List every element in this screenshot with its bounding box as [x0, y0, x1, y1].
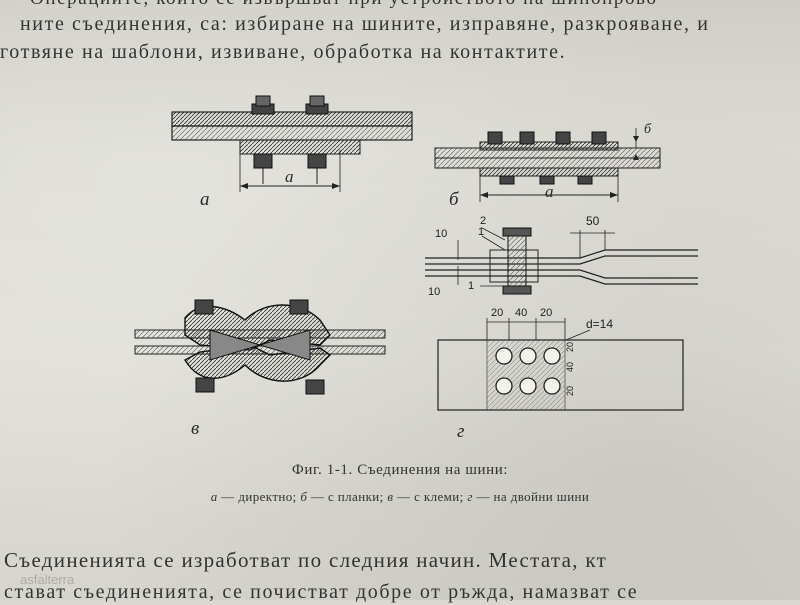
drawing-a-direct-joint — [171, 95, 413, 192]
body-text-line-4: Съединенията се изработват по следния на… — [4, 548, 608, 572]
body-text-line-1: Операциите, които се извършват при устро… — [30, 0, 658, 10]
legend-text-a: — директно; — [221, 489, 297, 504]
dim-g-diameter: d=14 — [586, 317, 614, 331]
panel-label-b: б — [449, 189, 459, 210]
dim-g-20-right: 20 — [540, 307, 553, 319]
legend-key-a: а — [210, 489, 218, 504]
dim-g-1-bottom: 1 — [468, 280, 475, 292]
dim-a-label: а — [285, 167, 294, 186]
dim-b-delta: б — [644, 122, 652, 137]
legend-key-g: г — [467, 489, 473, 504]
figure-caption-legend: а — директно; б — с планки; в — с клеми;… — [0, 489, 800, 505]
legend-text-g: — на двойни шини — [476, 489, 590, 504]
drawing-g-double-bar-side — [425, 227, 698, 295]
watermark: asfalterra — [20, 572, 75, 587]
body-text-line-3: готвяне на шаблони, извиване, обработка … — [0, 41, 567, 63]
legend-key-v: в — [387, 489, 394, 504]
drawing-b-plate-joint — [434, 128, 661, 202]
panel-label-a: а — [200, 189, 210, 210]
panel-label-v: в — [191, 418, 200, 439]
drawing-v-clamp-joint — [134, 299, 386, 395]
drawing-g-plan-view — [437, 318, 684, 411]
legend-text-b: — с планки; — [310, 489, 384, 504]
dim-g-40: 40 — [515, 307, 528, 319]
dim-g-10-bottom: 10 — [428, 286, 441, 298]
body-text-line-5: стават съединенията, се почистват добре … — [4, 581, 639, 603]
legend-text-v: — с клеми; — [397, 489, 464, 504]
body-text-line-2: ните съединения, са: избиране на шините,… — [20, 13, 710, 35]
dim-g-1-top: 1 — [478, 226, 485, 238]
legend-key-b: б — [300, 489, 308, 504]
dim-g-v20: 20 — [565, 342, 575, 353]
dim-g-2: 2 — [480, 215, 487, 227]
panel-label-g: г — [457, 421, 465, 442]
dim-b-label: а — [545, 182, 554, 201]
dim-g-20-left: 20 — [491, 307, 504, 319]
figure-caption-title: Фиг. 1-1. Съединения на шини: — [291, 462, 509, 478]
dim-g-v40: 40 — [565, 362, 575, 373]
dim-g-50: 50 — [586, 214, 600, 228]
dim-g-v20b: 20 — [565, 386, 575, 397]
dim-g-10-top: 10 — [435, 228, 448, 240]
